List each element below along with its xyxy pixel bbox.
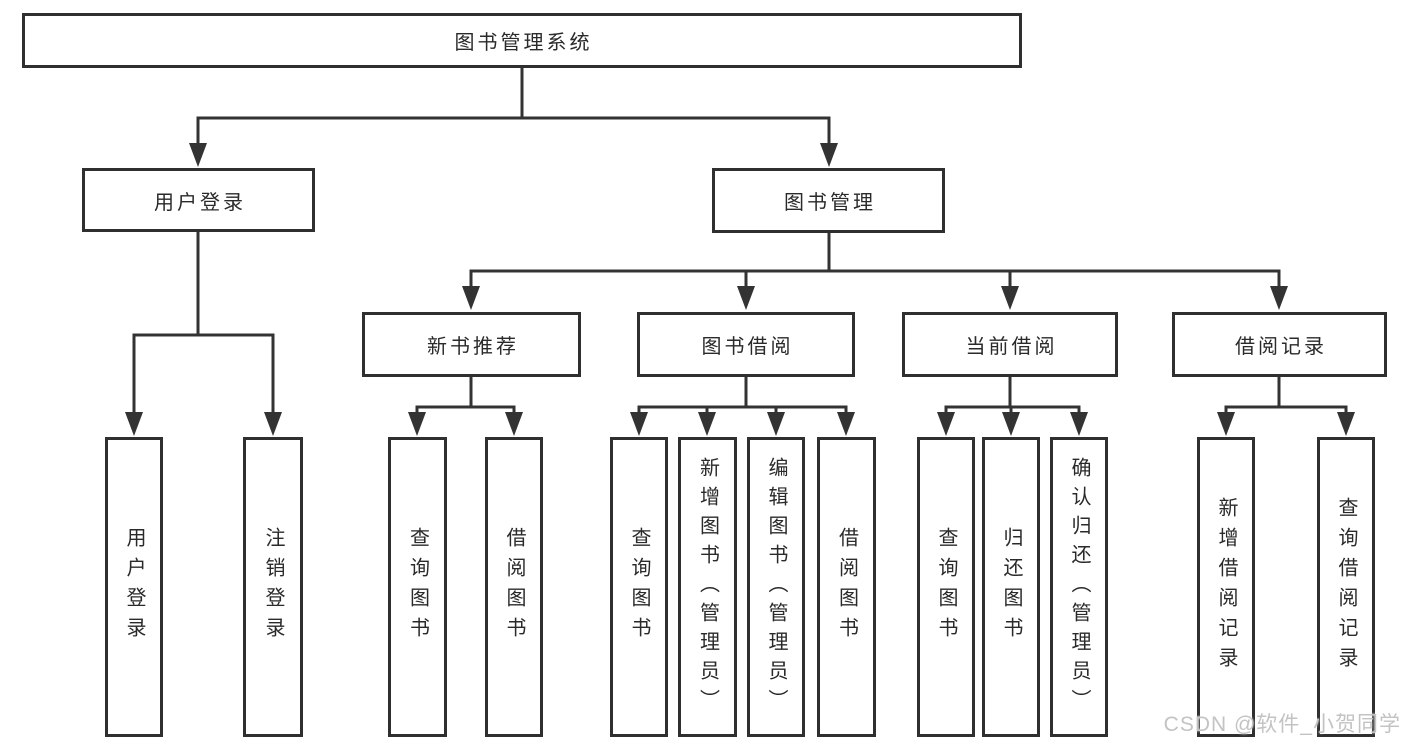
leaf-return-books: 归还图书 xyxy=(982,437,1040,737)
leaf-logout-label: 注销登录 xyxy=(262,527,284,647)
leaf-borrow-books-2: 借阅图书 xyxy=(817,437,876,737)
node-root-system: 图书管理系统 xyxy=(22,13,1022,68)
leaf-query-books-1: 查询图书 xyxy=(388,437,447,737)
node-new-book-recommend-label: 新书推荐 xyxy=(427,336,519,358)
leaf-add-borrow-record-label: 新增借阅记录 xyxy=(1215,497,1237,677)
leaf-confirm-return-admin-label: 确认归还（管理员） xyxy=(1068,456,1090,718)
leaf-add-books-admin: 新增图书（管理员） xyxy=(678,437,737,737)
leaf-query-books-2: 查询图书 xyxy=(610,437,668,737)
leaf-query-borrow-record: 查询借阅记录 xyxy=(1317,437,1375,737)
node-book-borrowing-label: 图书借阅 xyxy=(701,336,794,358)
node-root-label: 图书管理系统 xyxy=(454,32,593,54)
leaf-borrow-books-2-label: 借阅图书 xyxy=(835,527,858,647)
node-current-borrowing: 当前借阅 xyxy=(902,312,1118,377)
leaf-add-books-admin-label: 新增图书（管理员） xyxy=(696,456,719,718)
leaf-return-books-label: 归还图书 xyxy=(1000,527,1022,647)
leaf-add-borrow-record: 新增借阅记录 xyxy=(1197,437,1255,737)
csdn-watermark: CSDN @软件_小贺同学 xyxy=(1163,713,1401,736)
leaf-edit-books-admin: 编辑图书（管理员） xyxy=(747,437,805,737)
node-user-login-label: 用户登录 xyxy=(154,191,246,214)
node-book-management-module: 图书管理 xyxy=(712,168,945,233)
leaf-query-books-3-label: 查询图书 xyxy=(935,527,957,647)
node-new-book-recommend: 新书推荐 xyxy=(362,312,581,377)
leaf-query-borrow-record-label: 查询借阅记录 xyxy=(1335,497,1357,677)
node-current-borrowing-label: 当前借阅 xyxy=(965,336,1058,358)
leaf-logout: 注销登录 xyxy=(243,437,303,737)
node-user-login-module: 用户登录 xyxy=(82,168,315,232)
leaf-borrow-books-1: 借阅图书 xyxy=(485,437,543,737)
node-book-management-label: 图书管理 xyxy=(784,192,876,214)
node-borrowing-records-label: 借阅记录 xyxy=(1235,336,1327,358)
leaf-borrow-books-1-label: 借阅图书 xyxy=(503,527,525,647)
leaf-user-login-label: 用户登录 xyxy=(123,527,145,647)
leaf-confirm-return-admin: 确认归还（管理员） xyxy=(1050,437,1108,737)
leaf-query-books-1-label: 查询图书 xyxy=(406,527,429,647)
leaf-user-login: 用户登录 xyxy=(105,437,163,737)
leaf-edit-books-admin-label: 编辑图书（管理员） xyxy=(765,456,787,718)
arrow-down-icons xyxy=(125,143,1355,436)
leaf-query-books-2-label: 查询图书 xyxy=(628,527,650,647)
node-book-borrowing: 图书借阅 xyxy=(637,312,855,377)
node-borrowing-records: 借阅记录 xyxy=(1172,312,1387,377)
leaf-query-books-3: 查询图书 xyxy=(917,437,975,737)
